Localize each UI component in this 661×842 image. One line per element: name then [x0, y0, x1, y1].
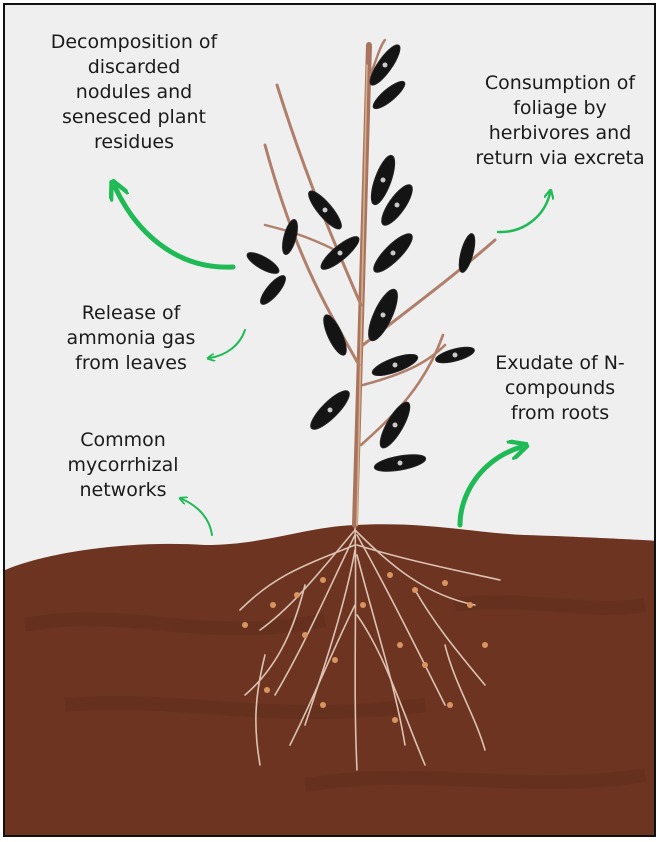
- arrow-consumption: [496, 193, 550, 234]
- arrow-exudate: [457, 447, 521, 528]
- label-decomposition: Decomposition of discarded nodules and s…: [50, 31, 218, 153]
- arrow-mycorrhizal: [182, 499, 213, 536]
- roots: [239, 524, 501, 771]
- soil-texture: [23, 595, 647, 792]
- arrow-decomposition: [115, 187, 236, 270]
- label-exudate: Exudate of N- compounds from roots: [495, 352, 625, 424]
- root-nodules: [242, 572, 488, 723]
- soil: [5, 524, 654, 835]
- arrows: [115, 187, 550, 536]
- plant-illustration: [5, 5, 654, 835]
- label-mycorrhizal: Common mycorrhizal networks: [67, 429, 179, 501]
- label-consumption: Consumption of foliage by herbivores and…: [475, 72, 645, 169]
- label-ammonia: Release of ammonia gas from leaves: [66, 302, 196, 374]
- arrow-ammonia: [210, 329, 246, 358]
- diagram-frame: Decomposition of discarded nodules and s…: [3, 3, 656, 837]
- leaf-spots: [322, 62, 458, 466]
